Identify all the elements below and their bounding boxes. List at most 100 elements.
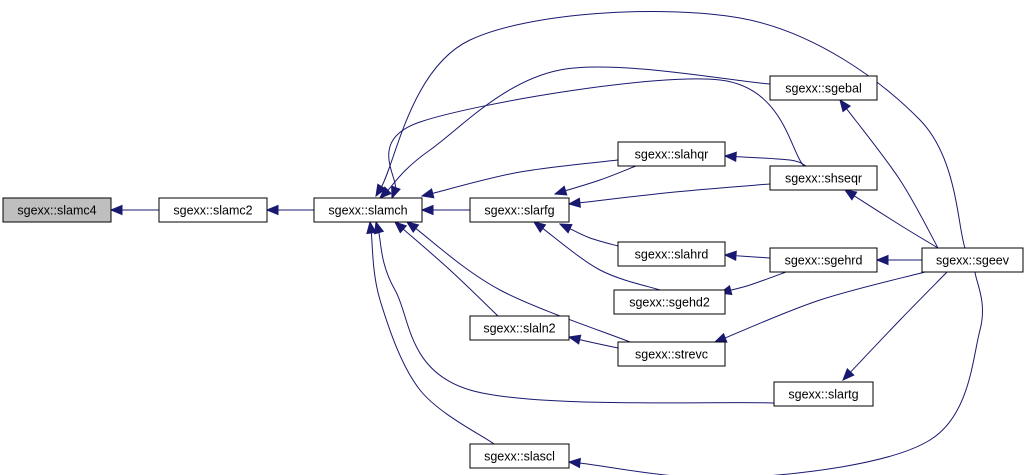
arrowhead-icon [723,151,737,162]
node-slamch[interactable]: sgexx::slamch [313,197,423,223]
edge-sgeev-to-strevc [713,271,926,343]
edge-sgeev-to-shseqr [843,189,939,249]
edge-line [377,230,775,404]
edge-slahrd-to-slarfg [558,223,619,247]
edge-line [577,183,771,204]
node-label: sgexx::sgehrd [785,254,863,268]
edge-line [848,271,948,374]
arrowhead-icon [842,368,855,381]
node-sgeev[interactable]: sgexx::sgeev [921,247,1024,273]
edge-sgeev-to-sgebal [839,98,939,249]
edge-sgeev-to-slamch [375,11,966,249]
arrowhead-icon [265,204,279,216]
arrowhead-icon [420,188,435,199]
edge-line [401,227,499,317]
node-box [613,289,726,315]
edge-strevc-to-slamch [405,221,631,343]
node-label: sgexx::shseqr [785,172,862,186]
edge-line [733,255,771,259]
node-box [769,247,878,273]
edge-line [430,159,619,195]
edge-slascl-to-slamch [366,220,495,445]
edge-line [845,106,939,249]
node-box [617,241,726,267]
arrowhead-icon [713,332,728,343]
edge-shseqr-to-slahqr [723,151,807,167]
node-label: sgexx::slaln2 [483,322,555,336]
node-slaln2[interactable]: sgexx::slaln2 [469,315,570,341]
node-slamc4[interactable]: sgexx::slamc4 [2,197,112,223]
arrowhead-icon [843,189,858,201]
arrowhead-icon [723,250,737,261]
node-slascl[interactable]: sgexx::slascl [469,443,570,469]
edge-line [733,156,807,167]
node-box [313,197,423,223]
node-label: sgexx::sgeev [936,254,1010,268]
edge-line [386,66,771,193]
node-box [921,247,1024,273]
edge-slaln2-to-slamch [394,221,499,317]
edge-line [413,226,631,343]
arrowhead-icon [567,197,581,208]
arrowhead-icon [553,185,568,196]
edge-line [577,338,619,349]
arrowhead-icon [374,220,385,235]
node-label: sgexx::sgehd2 [629,296,710,310]
edge-line [723,271,926,340]
node-box [617,341,726,367]
node-slamc2[interactable]: sgexx::slamc2 [158,197,268,223]
edge-sgeev-to-slartg [842,271,948,381]
node-label: sgexx::slamch [328,204,407,218]
node-sgebal[interactable]: sgexx::sgebal [769,75,878,101]
arrowhead-icon [391,185,401,200]
edge-line [567,227,619,247]
edge-slahqr-to-slarfg [553,165,637,196]
node-slahrd[interactable]: sgexx::slahrd [617,241,726,267]
arrowhead-icon [366,220,377,235]
node-box [617,141,726,167]
arrowhead-icon [567,334,582,345]
arrowhead-icon [109,204,123,216]
node-label: sgexx::sgebal [785,82,861,96]
edge-line [388,78,805,190]
node-slartg[interactable]: sgexx::slartg [773,381,874,407]
edge-slamc2-to-slamc4 [109,204,159,216]
node-label: sgexx::slamc4 [17,204,96,218]
edge-line [370,230,495,445]
edge-line [852,194,939,249]
edge-line [540,226,661,291]
node-slarfg[interactable]: sgexx::slarfg [469,197,570,223]
node-label: sgexx::slahrd [635,248,709,262]
node-label: sgexx::slartg [788,388,858,402]
node-box [769,75,878,101]
node-sgehrd[interactable]: sgexx::sgehrd [769,247,878,273]
node-label: sgexx::slarfg [484,204,554,218]
node-label: sgexx::strevc [635,348,708,362]
edge-slarfg-to-slamch [420,204,470,216]
node-box [2,197,112,223]
edge-sgeev-to-slascl [567,271,983,475]
edge-sgebal-to-slamch [379,66,771,199]
node-box [769,165,878,191]
node-box [158,197,268,223]
node-box [469,443,570,469]
arrowhead-icon [379,186,392,199]
edges-layer [109,11,983,475]
arrowhead-icon [567,457,581,469]
node-label: sgexx::slahqr [635,148,709,162]
edge-slamch-to-slamc2 [265,204,314,216]
arrowhead-icon [405,221,420,233]
node-label: sgexx::slamc2 [173,204,252,218]
edge-line [728,271,787,292]
node-strevc[interactable]: sgexx::strevc [617,341,726,367]
arrowhead-icon [420,204,434,216]
node-shseqr[interactable]: sgexx::shseqr [769,165,878,191]
node-slahqr[interactable]: sgexx::slahqr [617,141,726,167]
edge-slahqr-to-slamch [420,159,619,199]
node-label: sgexx::slascl [484,450,555,464]
edge-sgehrd-to-sgehd2 [718,271,787,296]
node-box [469,197,570,223]
node-sgehd2[interactable]: sgexx::sgehd2 [613,289,726,315]
arrowhead-icon [558,223,573,234]
